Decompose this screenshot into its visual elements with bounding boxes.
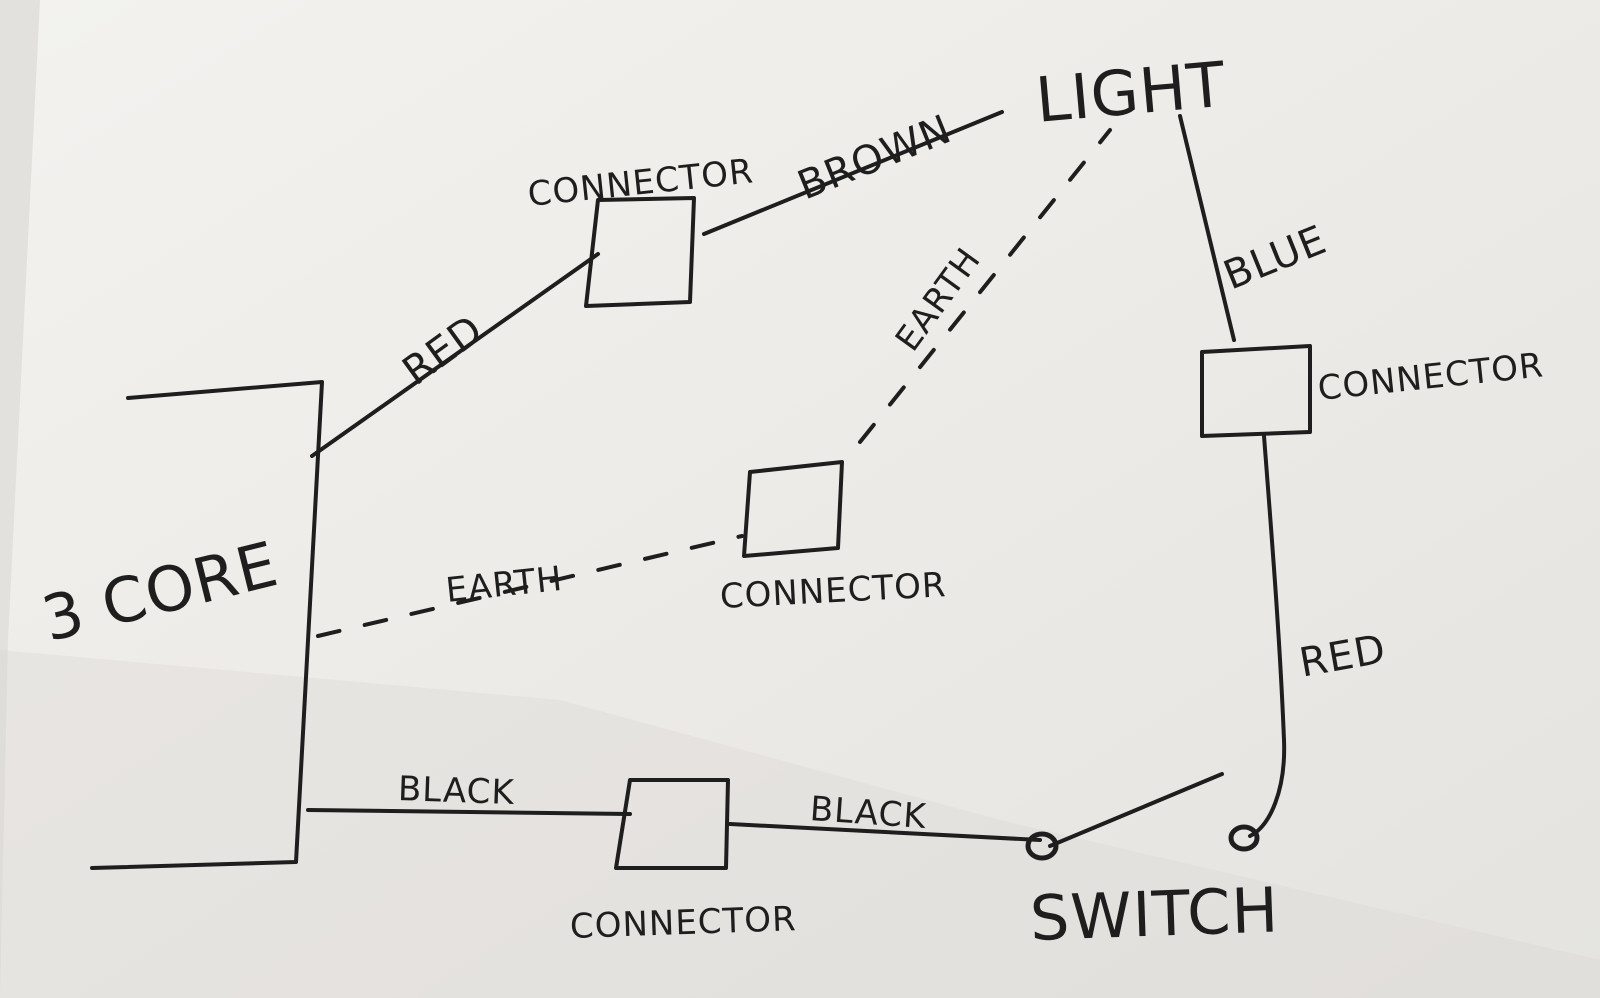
label-wire-black-right: BLACK	[808, 789, 928, 838]
wire-black-right	[728, 822, 1042, 842]
switch-terminal-right	[1228, 824, 1260, 852]
connector-middle-box	[742, 460, 844, 558]
label-light: LIGHT	[1032, 47, 1229, 137]
wire-earth-diagonal	[858, 128, 1112, 444]
wire-black-left	[306, 808, 632, 816]
wire-brown	[702, 110, 1004, 236]
connector-bottom-box	[614, 778, 730, 870]
wire-red-right	[1248, 434, 1287, 838]
wire-blue	[1178, 114, 1236, 342]
three-core-bracket	[90, 380, 324, 870]
connector-right-box	[1200, 344, 1312, 438]
label-connector-bottom: CONNECTOR	[569, 899, 798, 947]
switch-lever	[1048, 772, 1224, 848]
switch-terminal-left	[1025, 831, 1059, 861]
paper-shadow	[0, 650, 1600, 998]
connector-top-box	[584, 196, 696, 308]
label-switch: SWITCH	[1028, 873, 1281, 955]
wire-red-left	[310, 252, 600, 458]
label-wire-black-left: BLACK	[397, 769, 516, 814]
